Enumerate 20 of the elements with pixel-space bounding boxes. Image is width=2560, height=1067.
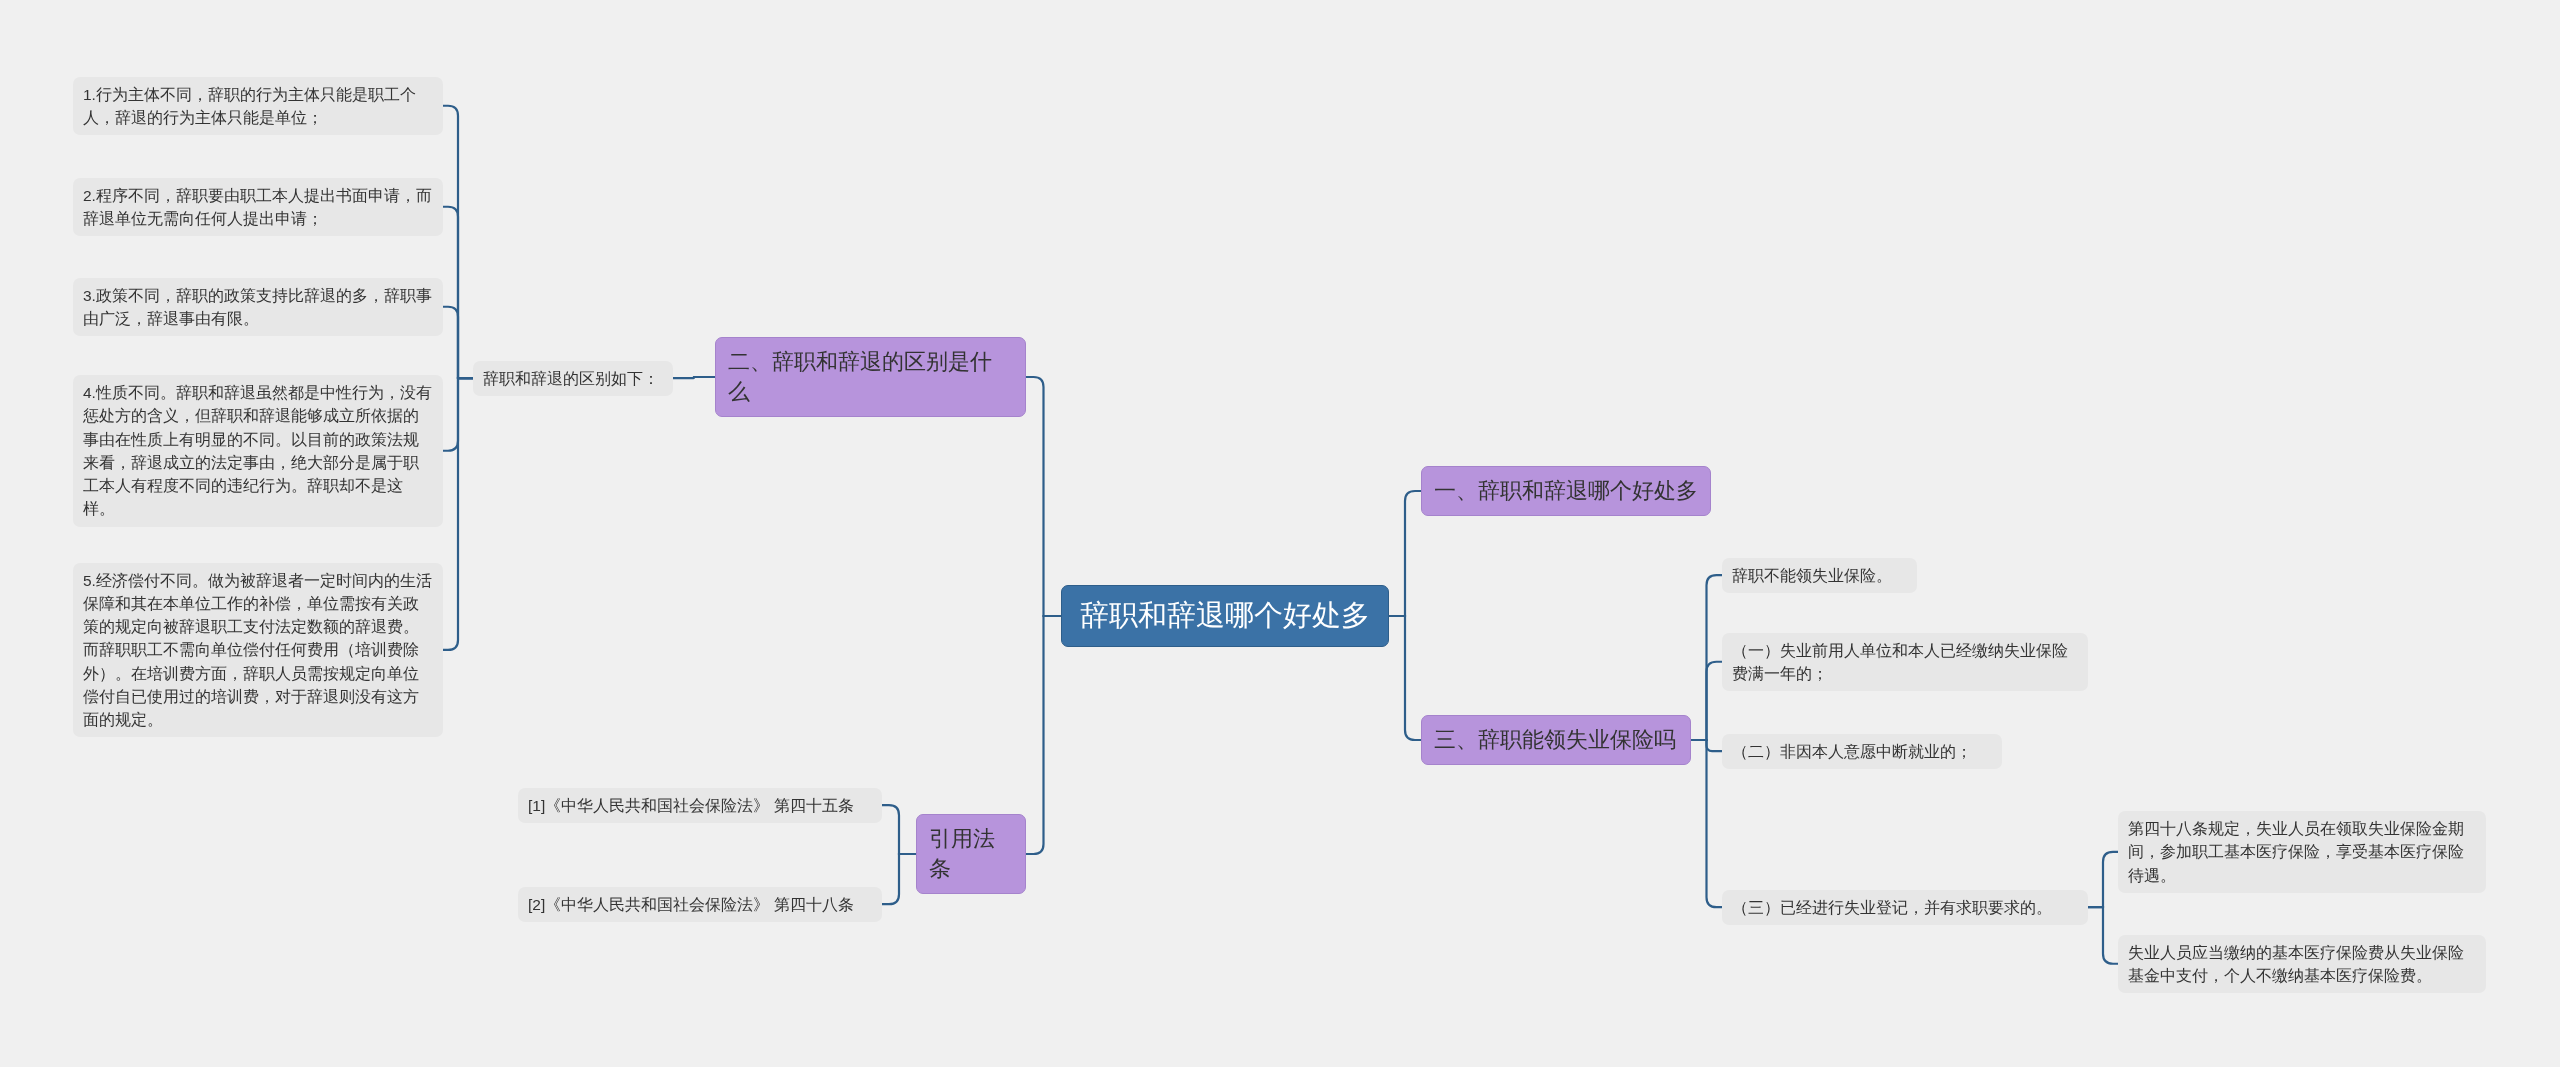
text-card: 4.性质不同。辞职和辞退虽然都是中性行为，没有惩处方的含义，但辞职和辞退能够成立所依据的事由在性质上有明显的不同。以目前的政策法规来看，辞退成立的法定事由，绝大部分是属于职工本人有程度不同的违纪行为。辞职却不是这样。 [73, 375, 443, 527]
text-card: 1.行为主体不同，辞职的行为主体只能是职工个人，辞退的行为主体只能是单位； [73, 76, 443, 135]
text-card: [1]《中华人民共和国社会保险法》 第四十五条 [518, 787, 882, 823]
text-card: 第四十八条规定，失业人员在领取失业保险金期间，参加职工基本医疗保险，享受基本医疗保险待遇。 [2118, 811, 2486, 893]
connector-line [673, 375, 715, 380]
text-card: （一）失业前用人单位和本人已经缴纳失业保险费满一年的； [1722, 632, 2088, 691]
text-card: 辞职不能领失业保险。 [1722, 557, 1917, 593]
text-card: 辞职和辞退的区别如下： [473, 360, 673, 396]
text-card: 失业人员应当缴纳的基本医疗保险费从失业保险基金中支付，个人不缴纳基本医疗保险费。 [2118, 934, 2486, 993]
branch-topic: 引用法条 [916, 814, 1026, 894]
branch-topic: 一、辞职和辞退哪个好处多 [1421, 466, 1711, 516]
text-card: 5.经济偿付不同。做为被辞退者一定时间内的生活保障和其在本单位工作的补偿，单位需按有关政策的规定向被辞退职工支付法定数额的辞退费。而辞职职工不需向单位偿付任何费用（培训费除外）。在培训费方面，辞职人员需按规定向单位偿付自已使用过的培训费，对于辞退则没有这方面的规定。 [73, 562, 443, 738]
text-card: [2]《中华人民共和国社会保险法》 第四十八条 [518, 886, 882, 922]
branch-topic: 二、辞职和辞退的区别是什么 [715, 337, 1026, 417]
text-card: （二）非因本人意愿中断就业的； [1722, 733, 2002, 769]
branch-topic: 三、辞职能领失业保险吗 [1421, 715, 1691, 765]
text-card: （三）已经进行失业登记，并有求职要求的。 [1722, 889, 2088, 925]
text-card: 2.程序不同，辞职要由职工本人提出书面申请，而辞退单位无需向任何人提出申请； [73, 177, 443, 236]
central-topic: 辞职和辞退哪个好处多 [1061, 585, 1389, 647]
text-card: 3.政策不同，辞职的政策支持比辞退的多，辞职事由广泛，辞退事由有限。 [73, 277, 443, 336]
